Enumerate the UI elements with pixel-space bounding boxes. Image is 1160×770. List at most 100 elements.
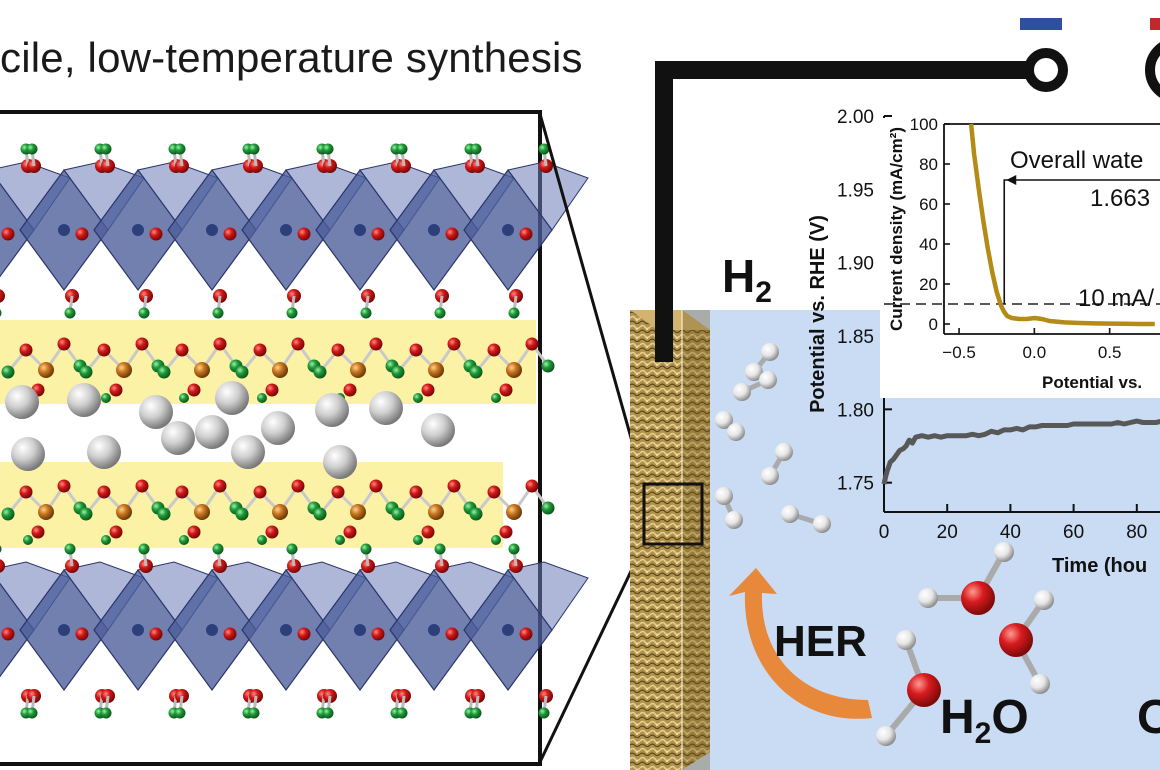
main-xtick-label: 0 xyxy=(879,522,890,543)
positive-terminal[interactable] xyxy=(1150,42,1160,98)
inset-chart-ylabel: Current density (mA/cm²) xyxy=(887,127,906,331)
hydrogen-atom xyxy=(2,366,15,379)
water-hydrogen xyxy=(1034,590,1054,610)
negative-sign xyxy=(1020,18,1062,30)
oxygen-label-partial: O xyxy=(1137,691,1160,744)
oxygen-atom xyxy=(32,526,45,539)
h2-hydrogen xyxy=(781,505,799,523)
phosphorus-atom xyxy=(38,362,54,378)
phosphorus-atom xyxy=(350,504,366,520)
potassium-ion xyxy=(315,393,349,427)
phosphorus-atom xyxy=(38,504,54,520)
oxygen-atom xyxy=(410,344,423,357)
metal-atom xyxy=(280,624,292,636)
hydrogen-atom xyxy=(213,308,224,319)
hydrogen-atom xyxy=(287,308,298,319)
oxygen-atom xyxy=(488,486,501,499)
phosphorus-atom xyxy=(116,504,132,520)
hydrogen-atom xyxy=(101,144,112,155)
hydrogen-atom xyxy=(323,144,334,155)
oxygen-atom xyxy=(214,480,227,493)
phosphorus-atom xyxy=(272,362,288,378)
nickel-foam-electrode xyxy=(630,310,710,770)
water-oxygen xyxy=(961,581,995,615)
hydrogen-atom xyxy=(413,535,423,545)
oxygen-atom xyxy=(332,344,345,357)
h2-hydrogen xyxy=(761,467,779,485)
oxygen-atom xyxy=(136,338,149,351)
metal-atom xyxy=(132,624,144,636)
hydrogen-atom xyxy=(392,366,405,379)
main-ytick-label: 1.90 xyxy=(837,254,874,275)
oxygen-atom xyxy=(188,384,201,397)
oxygen-atom xyxy=(292,338,305,351)
water-hydrogen xyxy=(876,726,896,746)
main-ytick-label: 1.80 xyxy=(837,400,874,421)
hydrogen-atom xyxy=(101,535,111,545)
h2-hydrogen xyxy=(725,511,743,529)
potassium-ion xyxy=(369,391,403,425)
hydrogen-atom xyxy=(491,535,501,545)
main-xtick-label: 20 xyxy=(937,522,958,543)
oxygen-atom xyxy=(410,486,423,499)
metal-atom xyxy=(206,624,218,636)
hydrogen-atom xyxy=(397,708,408,719)
main-ytick-label: 1.95 xyxy=(837,180,874,201)
hydrogen-atom xyxy=(314,366,327,379)
oxygen-atom xyxy=(98,344,111,357)
oxygen-atom xyxy=(446,628,459,641)
oxygen-atom xyxy=(422,384,435,397)
oxygen-atom xyxy=(372,628,385,641)
hydrogen-atom xyxy=(335,535,345,545)
oxygen-atom xyxy=(76,628,89,641)
metal-atom xyxy=(502,224,514,236)
hydrogen-atom xyxy=(236,366,249,379)
oxygen-atom xyxy=(344,384,357,397)
h2-hydrogen xyxy=(759,371,777,389)
oxygen-atom xyxy=(150,628,163,641)
inset-ytick-label: 100 xyxy=(910,115,938,134)
inset-ytick-label: 80 xyxy=(919,155,938,174)
negative-terminal[interactable] xyxy=(1029,53,1063,87)
main-xtick-label: 40 xyxy=(1000,522,1021,543)
potassium-ion xyxy=(87,435,121,469)
electrode-front-shade xyxy=(682,310,710,770)
hydrogen-atom xyxy=(435,308,446,319)
her-label: HER xyxy=(774,617,867,666)
hydrogen-atom xyxy=(542,360,555,373)
hydrogen-atom xyxy=(236,508,249,521)
hydrogen-atom xyxy=(413,393,423,403)
oxygen-atom xyxy=(254,486,267,499)
phosphorus-atom xyxy=(116,362,132,378)
oxygen-atom xyxy=(488,344,501,357)
water-oxygen xyxy=(999,623,1033,657)
oxygen-atom xyxy=(500,384,513,397)
inset-xtick-label: 0.5 xyxy=(1098,343,1122,362)
oxygen-atom xyxy=(370,338,383,351)
water-hydrogen xyxy=(1030,674,1050,694)
water-hydrogen xyxy=(994,542,1014,562)
potassium-ion xyxy=(195,415,229,449)
oxygen-atom xyxy=(520,628,533,641)
metal-atom xyxy=(502,624,514,636)
main-ytick-label: 1.85 xyxy=(837,327,874,348)
oxygen-atom xyxy=(500,526,513,539)
h2-hydrogen xyxy=(715,487,733,505)
metal-atom xyxy=(428,224,440,236)
oxygen-atom xyxy=(150,228,163,241)
potassium-ion xyxy=(323,445,357,479)
oxygen-atom xyxy=(20,344,33,357)
metal-atom xyxy=(280,224,292,236)
phosphorus-atom xyxy=(506,362,522,378)
potassium-ion xyxy=(421,413,455,447)
hydrogen-atom xyxy=(397,144,408,155)
hydrogen-atom xyxy=(257,535,267,545)
hydrogen-atom xyxy=(249,708,260,719)
potassium-ion xyxy=(161,421,195,455)
inset-xtick-label: −0.5 xyxy=(942,343,976,362)
metal-atom xyxy=(58,224,70,236)
oxygen-atom xyxy=(2,628,15,641)
oxygen-atom xyxy=(176,344,189,357)
positive-sign xyxy=(1150,18,1160,30)
main-ytick-label: 1.75 xyxy=(837,474,874,495)
